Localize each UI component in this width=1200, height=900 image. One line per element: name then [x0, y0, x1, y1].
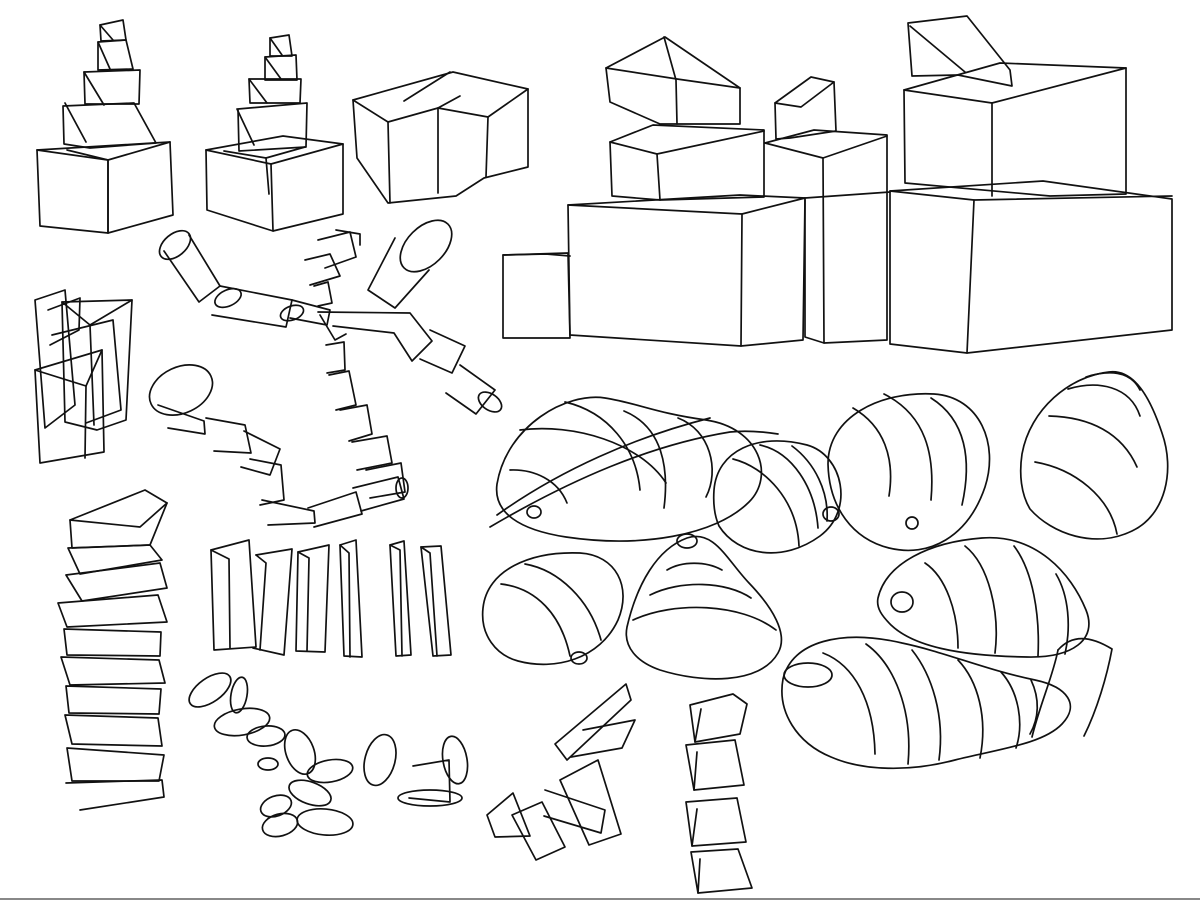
block-building-cluster: [502, 15, 1173, 354]
guide-lines: [489, 417, 779, 528]
stacked-box-tower-left: [36, 19, 174, 234]
stacked-short-blocks: [685, 693, 753, 894]
segmented-arm-2: [148, 364, 409, 528]
stacked-box-tower-middle: [205, 34, 344, 232]
segmented-arm-1: [158, 219, 503, 499]
four-cube-cluster: [352, 71, 529, 204]
spiral-shell-group: [481, 371, 1169, 770]
coin-and-slab-trail: [188, 672, 636, 861]
stacked-slab-column: [57, 489, 168, 811]
upright-card-row: [210, 539, 452, 658]
leaning-slabs: [34, 289, 133, 464]
